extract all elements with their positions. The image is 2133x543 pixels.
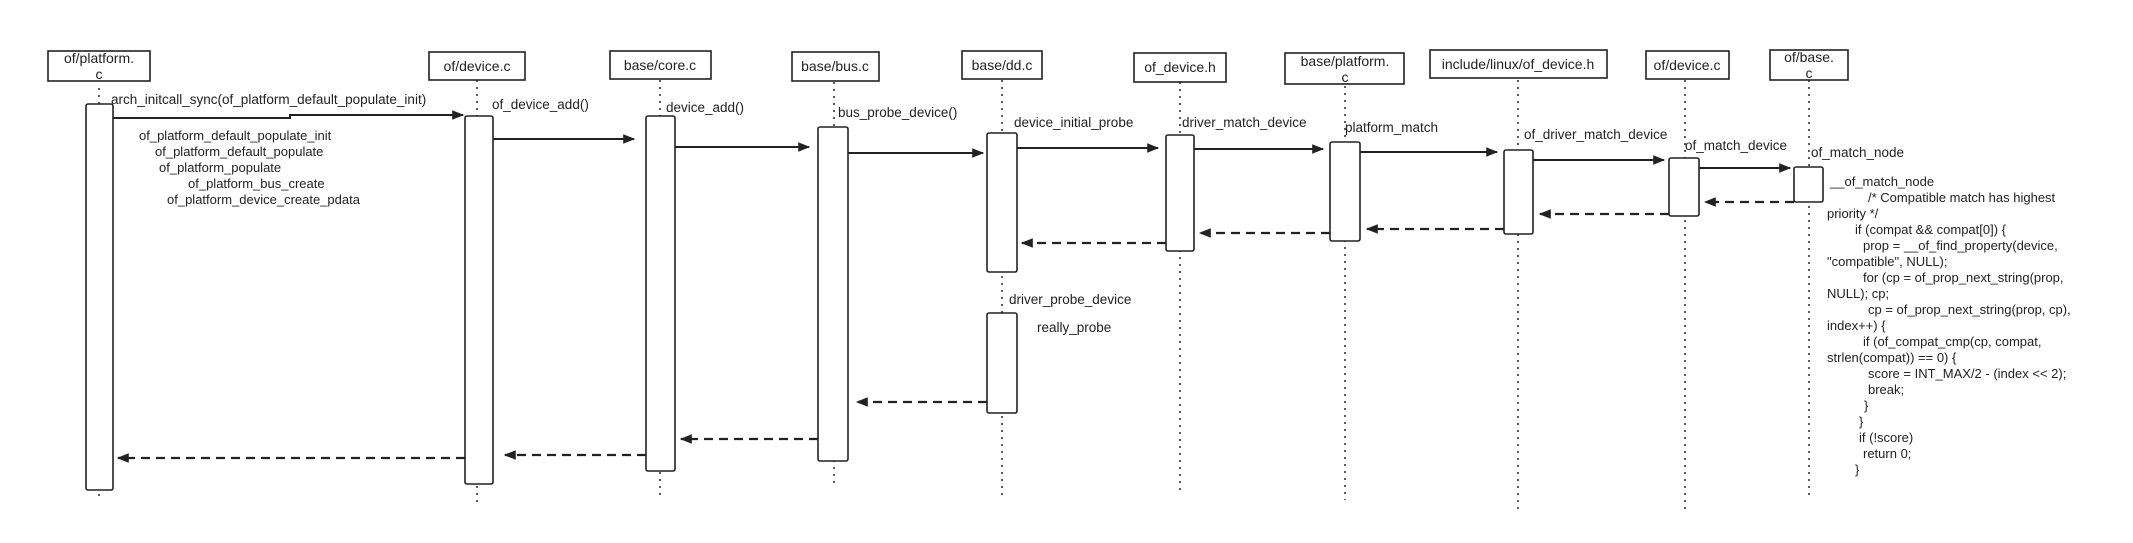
code-line: break; (1868, 382, 1904, 397)
code-line: strlen(compat)) == 0) { (1827, 350, 1957, 365)
note-populate-call-chain: of_platform_default_populate_init of_pla… (139, 128, 361, 207)
activation-of-base-c (1793, 166, 1824, 203)
participant-label: base/core.c (624, 57, 696, 73)
code-line: cp = of_prop_next_string(prop, cp), (1868, 302, 2071, 317)
code-line: /* Compatible match has highest (1868, 190, 2056, 205)
code-line: priority */ (1827, 206, 1879, 221)
participant-base-platform-c: base/platform. c (1284, 52, 1405, 85)
participant-label: c (1342, 69, 1349, 85)
note-line: of_platform_populate (159, 160, 281, 175)
participant-label: include/linux/of_device.h (1442, 56, 1595, 72)
participant-label: base/bus.c (801, 58, 869, 74)
note-line: of_platform_default_populate (155, 144, 323, 159)
activation-of-device-c (464, 115, 494, 485)
message-label-driver-probe-device: driver_probe_device (1009, 292, 1131, 307)
code-line: "compatible", NULL); (1827, 254, 1948, 269)
participant-label: base/platform. (1301, 53, 1390, 69)
code-line: __of_match_node (1829, 174, 1934, 189)
participant-base-core-c: base/core.c (609, 50, 712, 80)
activation-of-device-h (1165, 134, 1195, 252)
code-line: prop = __of_find_property(device, (1863, 238, 2058, 253)
participant-base-dd-c: base/dd.c (961, 50, 1043, 80)
participant-label: of/base. (1784, 49, 1834, 65)
message-label-device-add: device_add() (666, 100, 744, 115)
note-of-match-node-code: __of_match_node /* Compatible match has … (1827, 174, 2071, 477)
note-line: of_platform_bus_create (188, 176, 325, 191)
message-label-bus-probe-device: bus_probe_device() (838, 105, 957, 120)
activation-base-core-c (645, 115, 676, 472)
participant-label: c (96, 66, 103, 82)
message-label-arch-initcall-sync: arch_initcall_sync(of_platform_default_p… (111, 92, 426, 107)
note-line: of_platform_device_create_pdata (167, 192, 361, 207)
code-line: if (!score) (1859, 430, 1913, 445)
activation-base-dd-c-initial-probe (986, 132, 1018, 273)
participant-of-device-h: of_device.h (1133, 52, 1227, 83)
message-label-of-driver-match-device: of_driver_match_device (1524, 127, 1667, 142)
message-label-really-probe: really_probe (1037, 320, 1111, 335)
activation-include-linux-of-device-h (1503, 149, 1534, 235)
code-line: for (cp = of_prop_next_string(prop, (1863, 270, 2064, 285)
activation-base-platform-c (1329, 141, 1361, 242)
code-line: return 0; (1863, 446, 1911, 461)
participant-label: c (1806, 65, 1813, 81)
participant-label: of/platform. (64, 50, 134, 66)
participant-of-base-c: of/base. c (1769, 49, 1849, 81)
code-line: } (1855, 462, 1860, 477)
code-line: if (compat && compat[0]) { (1855, 222, 2007, 237)
activation-of-device-c-2 (1668, 157, 1700, 217)
code-line: index++) { (1827, 318, 1886, 333)
participant-of-device-c-2: of/device.c (1645, 50, 1730, 80)
participant-include-linux-of-device-h: include/linux/of_device.h (1429, 49, 1608, 79)
message-label-of-device-add: of_device_add() (492, 97, 589, 112)
code-line: NULL); cp; (1827, 286, 1889, 301)
participant-label: of/device.c (1654, 57, 1721, 73)
participant-of-platform-c: of/platform. c (47, 50, 151, 82)
message-label-platform-match: platform_match (1345, 120, 1438, 135)
participant-label: base/dd.c (972, 57, 1033, 73)
code-line: } (1859, 414, 1864, 429)
message-label-device-initial-probe: device_initial_probe (1014, 115, 1133, 130)
message-label-of-match-node: of_match_node (1811, 145, 1904, 160)
message-label-of-match-device: of_match_device (1685, 138, 1787, 153)
code-line: } (1864, 398, 1869, 413)
activation-base-dd-c-really-probe (986, 312, 1018, 414)
message-arrow-arch-initcall-sync (113, 110, 465, 120)
participant-label: of/device.c (444, 58, 511, 74)
participant-of-device-c: of/device.c (428, 51, 526, 81)
activation-base-bus-c (817, 126, 849, 462)
participant-base-bus-c: base/bus.c (791, 51, 880, 82)
participant-label: of_device.h (1144, 59, 1216, 75)
code-line: if (of_compat_cmp(cp, compat, (1863, 334, 2041, 349)
note-line: of_platform_default_populate_init (139, 128, 332, 143)
activation-of-platform-c (85, 103, 114, 491)
message-label-driver-match-device: driver_match_device (1182, 115, 1307, 130)
code-line: score = INT_MAX/2 - (index << 2); (1868, 366, 2066, 381)
